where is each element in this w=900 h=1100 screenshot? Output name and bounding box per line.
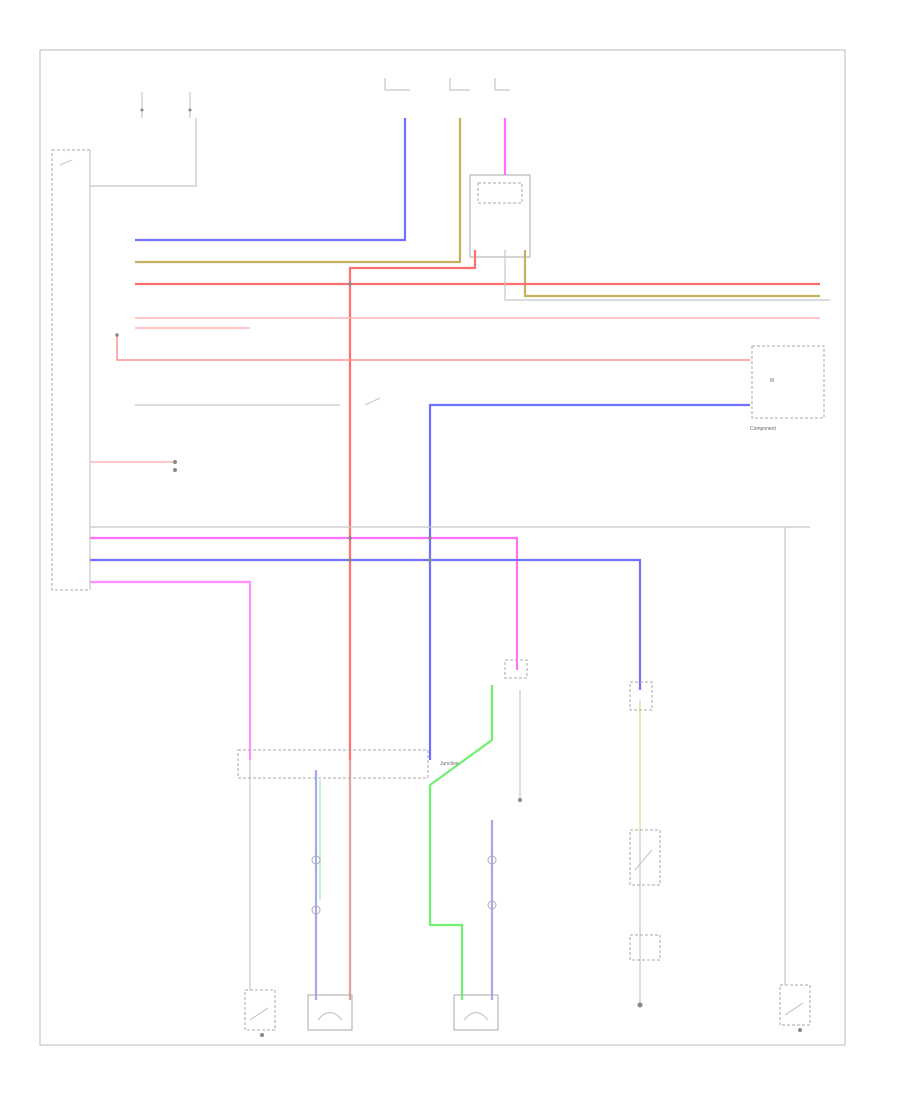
wire-magenta-left <box>90 580 252 760</box>
resistor-elements <box>311 855 497 915</box>
right-upper-component: M Component <box>750 345 825 432</box>
switch-icon <box>244 989 276 1037</box>
wire-magenta-mid <box>90 536 519 670</box>
svg-text:Junction: Junction <box>440 761 459 767</box>
svg-text:Component: Component <box>750 426 776 432</box>
wire-tan-right <box>523 250 820 298</box>
fuse-block-group <box>384 78 531 258</box>
wire-blue-mid <box>90 558 642 690</box>
diagram-frame <box>39 49 846 1046</box>
ignition-feed-group <box>59 92 197 187</box>
connector-icon <box>504 659 661 961</box>
main-ecu-box <box>51 149 91 591</box>
wire-tan-upper <box>135 118 462 264</box>
switch-icon <box>629 829 661 886</box>
splice-icon <box>115 282 432 562</box>
motor-icon <box>453 994 499 1031</box>
switch-icon <box>779 984 811 1032</box>
wire-blue-right <box>428 403 750 760</box>
wire-blue-upper <box>135 118 407 242</box>
wire-red-vertical <box>348 250 477 1000</box>
motor-icon <box>307 994 353 1031</box>
svg-text:M: M <box>770 378 774 384</box>
wire-green <box>428 685 494 1000</box>
junction-connector <box>237 749 429 779</box>
switch-icon <box>59 159 73 166</box>
wire-pink-3 <box>116 335 750 361</box>
ground-icon <box>173 460 643 1008</box>
